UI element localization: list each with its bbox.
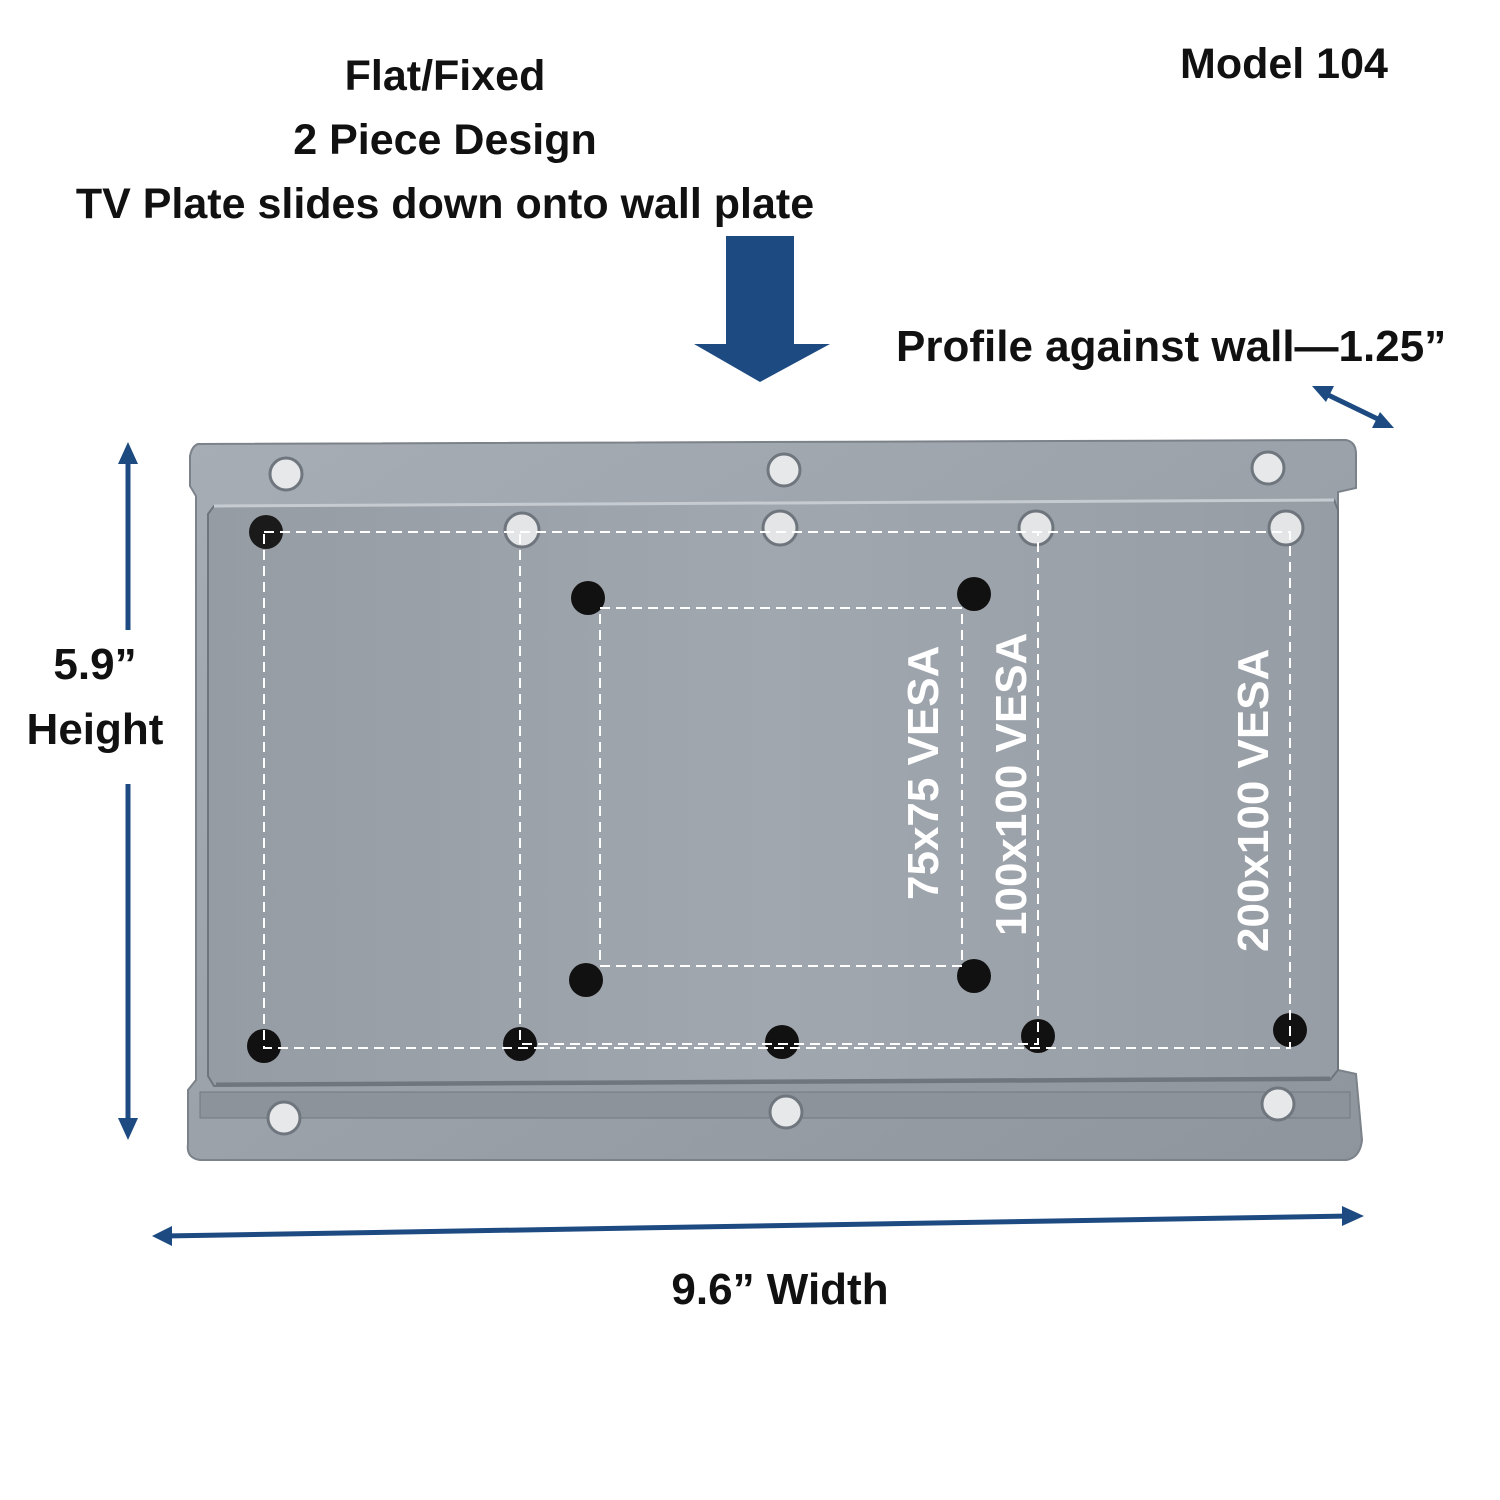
vesa-outlines — [263, 531, 1291, 1049]
mount-hole — [768, 1094, 804, 1130]
profile-double-arrow-icon — [1312, 386, 1394, 428]
vesa-100x100-outline — [519, 531, 1039, 1045]
wall-plate-holes-bottom — [266, 1086, 1296, 1136]
heading-line-1: Flat/Fixed — [344, 52, 546, 100]
model-label: Model 104 — [1180, 40, 1388, 88]
tv-plate — [199, 498, 1351, 1119]
height-arrow-icon — [118, 442, 138, 1140]
vesa-100x100-label: 100x100 VESA — [987, 633, 1036, 936]
height-label: Height — [26, 705, 164, 754]
width-arrow-icon — [152, 1206, 1364, 1246]
vesa-labels: 75x75 VESA 100x100 VESA 200x100 VESA — [899, 633, 1278, 952]
description-heading: Flat/Fixed 2 Piece Design TV Plate slide… — [0, 44, 890, 236]
profile-label: Profile against wall—1.25” — [896, 322, 1447, 371]
vesa-75x75-label: 75x75 VESA — [899, 646, 948, 900]
mount-hole — [766, 452, 802, 488]
mount-hole — [1260, 1086, 1296, 1122]
vesa-75x75-outline — [599, 607, 963, 967]
tv-plate-holes-top — [249, 509, 1305, 549]
heading-line-3: TV Plate slides down onto wall plate — [75, 180, 815, 228]
wall-plate-holes-top — [268, 450, 1286, 492]
vesa-holes — [247, 577, 1307, 1063]
mount-hole — [266, 1100, 302, 1136]
mount-hole — [268, 456, 304, 492]
width-label: 9.6” Width — [671, 1265, 889, 1314]
heading-line-2: 2 Piece Design — [293, 116, 597, 164]
mount-hole — [1250, 450, 1286, 486]
vesa-200x100-label: 200x100 VESA — [1229, 649, 1278, 952]
down-arrow-icon — [694, 236, 830, 382]
height-value: 5.9” — [53, 640, 137, 689]
